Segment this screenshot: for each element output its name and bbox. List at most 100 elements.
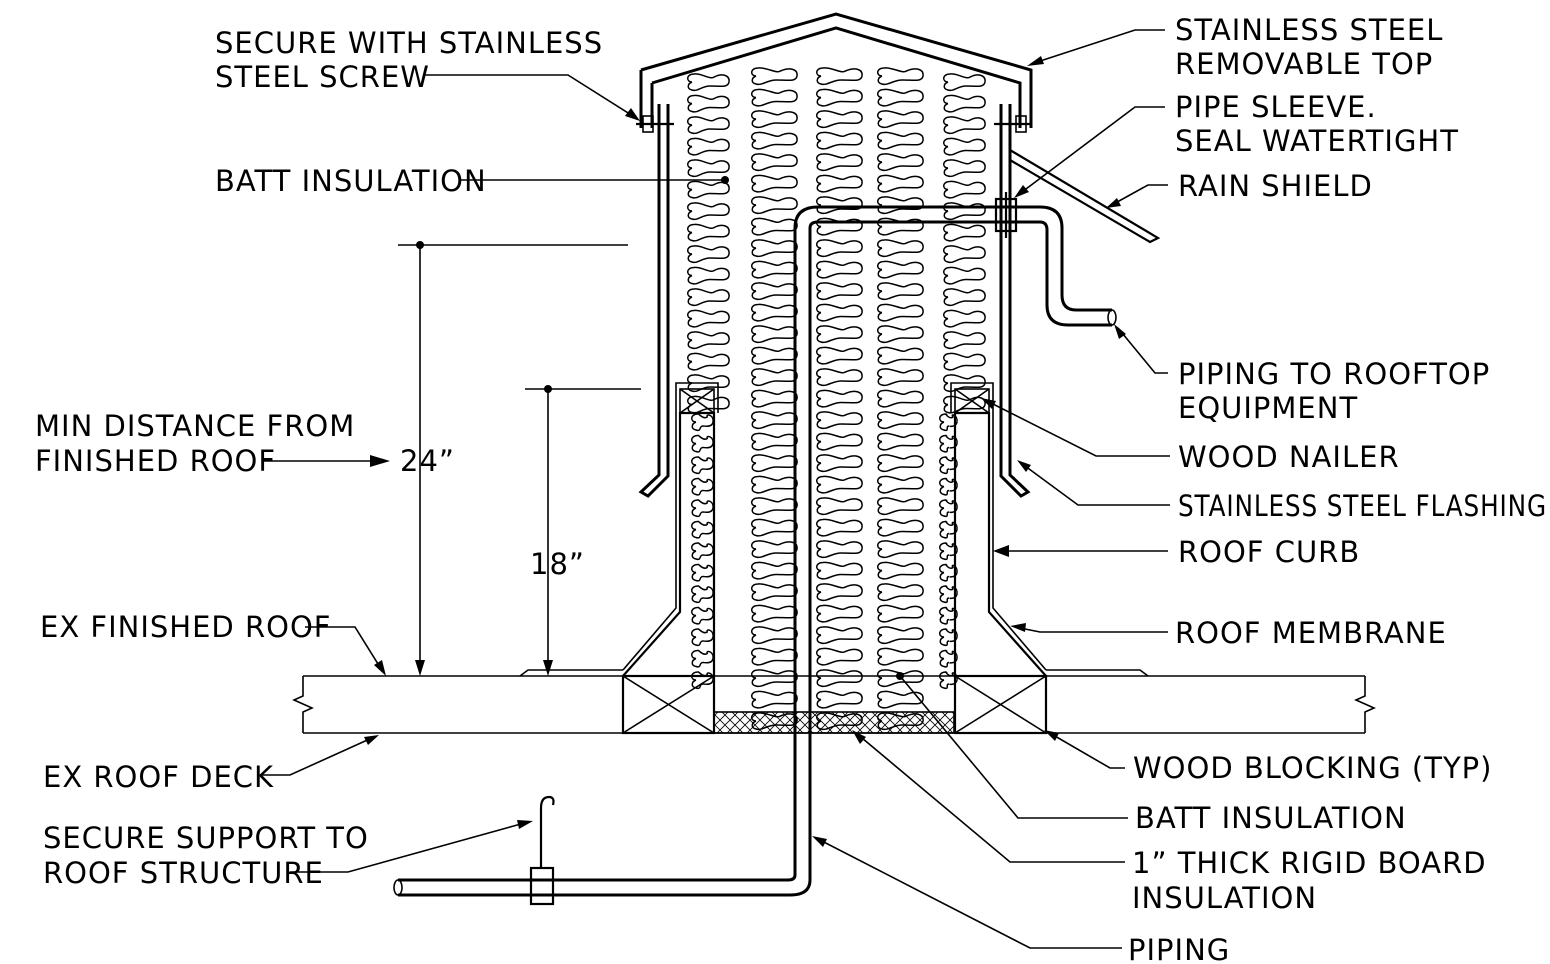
batt-squiggle [691,563,714,582]
batt-squiggle [691,413,714,432]
batt-squiggle [943,245,986,264]
label-batt-insulation-bottom: BATT INSULATION [1135,801,1407,835]
batt-squiggle [691,585,714,604]
annotation-labels: SECURE WITH STAINLESS STEEL SCREW BATT I… [35,13,1546,964]
batt-squiggle [816,540,863,559]
label-roof-curb: ROOF CURB [1178,535,1360,569]
batt-squiggle [687,137,730,156]
batt-squiggle [939,606,958,625]
batt-squiggle [943,202,986,221]
label-piping-equipment-1: PIPING TO ROOFTOP [1178,357,1490,391]
batt-squiggle [943,159,986,178]
batt-squiggle [751,583,798,602]
label-batt-insulation-top: BATT INSULATION [215,164,487,198]
batt-squiggle [816,454,863,473]
batt-squiggle [816,110,863,129]
batt-squiggle [751,260,798,279]
batt-squiggle [687,73,730,92]
label-ss-top-2: REMOVABLE TOP [1175,47,1433,81]
batt-squiggle [943,352,986,371]
batt-squiggle [816,131,863,150]
batt-squiggle [943,223,986,242]
label-dim-18: 18” [530,547,585,581]
batt-squiggle [751,647,798,666]
batt-squiggle [939,456,958,475]
batt-squiggle [816,669,863,688]
label-secure-support-2: ROOF STRUCTURE [43,856,324,890]
rigid-board-insulation [713,711,955,734]
batt-squiggle [939,671,958,690]
label-min-distance-2: FINISHED ROOF [35,444,276,478]
batt-squiggle [877,282,924,301]
label-ss-top-1: STAINLESS STEEL [1175,13,1443,47]
batt-squiggle [816,196,863,215]
batt-squiggle [751,217,798,236]
batt-squiggle [816,282,863,301]
batt-squiggle [877,325,924,344]
batt-squiggle [877,518,924,537]
batt-squiggle [877,647,924,666]
batt-squiggle [751,389,798,408]
batt-squiggle [877,690,924,709]
batt-squiggle [691,477,714,496]
label-secure-screw-1: SECURE WITH STAINLESS [215,26,603,60]
batt-squiggle [687,116,730,135]
batt-squiggle [751,626,798,645]
batt-squiggle [691,434,714,453]
batt-squiggle [877,454,924,473]
batt-squiggle [687,331,730,350]
batt-squiggle [943,94,986,113]
label-sleeve-1: PIPE SLEEVE. [1175,90,1377,124]
stainless-steel-screws [636,115,1032,133]
batt-squiggle [687,309,730,328]
batt-squiggle [751,282,798,301]
label-rigid-board-2: INSULATION [1132,881,1317,915]
batt-squiggle [751,131,798,150]
pipe-sleeve [994,192,1018,238]
batt-squiggle [751,174,798,193]
label-rain-shield: RAIN SHIELD [1178,169,1373,203]
batt-squiggle [943,395,986,414]
batt-squiggle [939,649,958,668]
label-wood-nailer: WOOD NAILER [1178,440,1400,474]
batt-squiggle [939,542,958,561]
batt-squiggle [877,196,924,215]
batt-squiggle [877,131,924,150]
batt-squiggle [751,368,798,387]
batt-squiggle [751,454,798,473]
batt-squiggle [751,432,798,451]
batt-squiggle [939,413,958,432]
batt-squiggle [816,325,863,344]
label-wood-blocking: WOOD BLOCKING (TYP) [1133,751,1492,785]
batt-squiggle [751,497,798,516]
label-piping-equipment-2: EQUIPMENT [1178,391,1358,425]
batt-squiggle [816,561,863,580]
batt-squiggle [751,540,798,559]
batt-squiggle [877,260,924,279]
batt-squiggle [939,585,958,604]
batt-squiggle [816,583,863,602]
batt-squiggle [877,583,924,602]
batt-squiggle [751,153,798,172]
batt-squiggle [691,499,714,518]
batt-squiggle [687,374,730,393]
batt-squiggle [816,260,863,279]
batt-squiggle [877,67,924,86]
batt-squiggle [691,456,714,475]
batt-squiggle [816,432,863,451]
label-sleeve-2: SEAL WATERTIGHT [1175,124,1459,158]
batt-squiggle [691,520,714,539]
batt-squiggle [751,88,798,107]
roof-curb-right [950,382,1047,677]
batt-squiggle [816,303,863,322]
batt-squiggle [816,626,863,645]
batt-squiggle [877,626,924,645]
stainless-steel-removable-top [639,12,1033,128]
dimension-24 [398,241,628,676]
batt-squiggle [877,239,924,258]
batt-squiggle [877,561,924,580]
batt-squiggle [691,628,714,647]
batt-squiggle [939,563,958,582]
batt-squiggle [687,223,730,242]
